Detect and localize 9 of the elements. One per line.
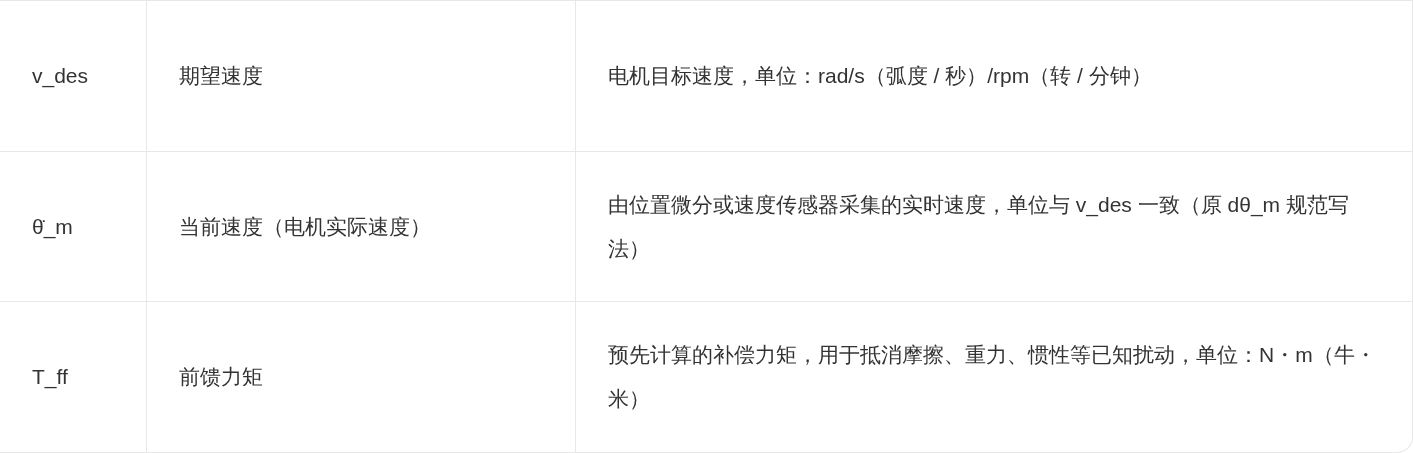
table-cell-text: 预先计算的补偿力矩，用于抵消摩擦、重力、惯性等已知扰动，单位：N・m（牛・米） [608, 342, 1377, 413]
table-cell-text: 电机目标速度，单位：rad/s（弧度 / 秒）/rpm（转 / 分钟） [608, 62, 1152, 89]
table-cell-text: 期望速度 [179, 62, 263, 89]
table-cell-text: T_ff [32, 364, 68, 391]
table-cell-text: 前馈力矩 [179, 364, 263, 391]
table-cell-text: v_des [32, 62, 89, 90]
table-cell-text: θ̇_m [32, 213, 73, 241]
table-cell-text: 由位置微分或速度传感器采集的实时速度，单位与 v_des 一致（原 dθ_m 规范写法） [608, 191, 1350, 262]
table-cell-text: 当前速度（电机实际速度） [179, 213, 431, 240]
